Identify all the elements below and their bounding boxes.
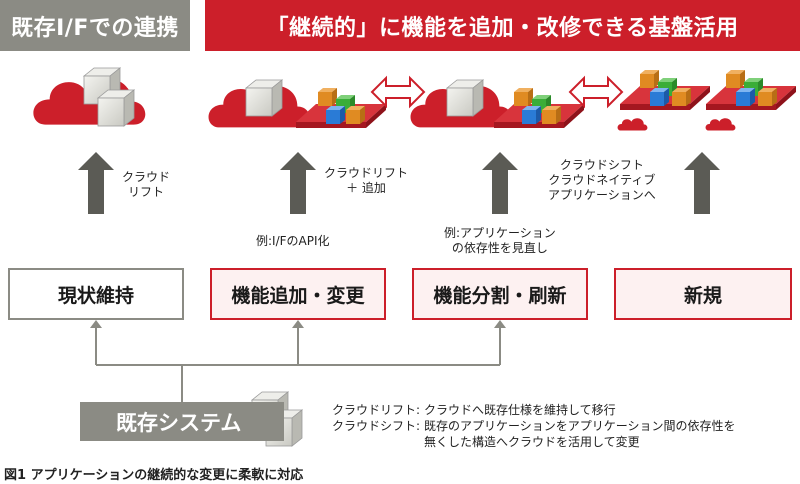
orange-cube-icon <box>514 88 533 106</box>
box-status-quo: 現状維持 <box>8 268 184 320</box>
header-existing-if: 既存I/Fでの連携 <box>0 0 190 51</box>
arrow-label-line: クラウドネイティブ <box>548 173 656 187</box>
legend-lift-term: クラウドリフト: <box>332 403 421 417</box>
figure-caption: 図1 アプリケーションの継続的な変更に柔軟に対応 <box>4 468 304 483</box>
example-line: の依存性を見直し <box>451 241 548 255</box>
legacy-system-label: 既存システム <box>80 402 284 441</box>
blue-cube-icon <box>522 106 541 124</box>
blue-cube-icon <box>650 88 669 106</box>
small-cloud-icon <box>617 118 648 131</box>
double-arrow-icon <box>371 77 425 107</box>
arrow-label-line: クラウドリフト <box>324 166 409 180</box>
box-new: 新規 <box>614 268 792 320</box>
legend-shift-term: クラウドシフト: <box>332 419 421 433</box>
arrow-label-lift-plus-add: クラウドリフト ＋ 追加 <box>324 166 408 196</box>
arrow-label-cloud-shift: クラウドシフト クラウドネイティブ アプリケーションへ <box>548 158 656 203</box>
connector-arrowheads <box>90 320 506 328</box>
arrow-label-cloud-lift: クラウド リフト <box>122 170 170 200</box>
arrow-label-line: アプリケーションへ <box>548 188 656 202</box>
blue-cube-icon <box>326 106 345 124</box>
header-continuous-platform: 「継続的」に機能を追加・改修できる基盤活用 <box>205 0 800 51</box>
double-arrow-icon <box>569 77 623 107</box>
box-function-add-change: 機能追加・変更 <box>210 268 386 320</box>
orange-cube-icon <box>758 88 777 106</box>
gray-cube-icon <box>245 79 283 117</box>
box-function-split-renew: 機能分割・刷新 <box>412 268 588 320</box>
gray-cube-icon <box>446 79 484 117</box>
up-arrow-icon <box>280 152 316 214</box>
legend-shift-desc-1: 既存のアプリケーションをアプリケーション間の依存性を <box>424 419 736 433</box>
orange-cube-icon <box>318 88 337 106</box>
orange-cube-icon <box>726 70 745 88</box>
orange-cube-icon <box>640 70 659 88</box>
orange-cube-icon <box>672 88 691 106</box>
arrow-label-line: ＋ 追加 <box>346 181 386 195</box>
example-dependency: 例:アプリケーション の依存性を見直し <box>444 226 556 256</box>
orange-cube-icon <box>346 106 365 124</box>
up-arrow-icon <box>78 152 114 214</box>
orange-cube-icon <box>542 106 561 124</box>
arrow-label-line: クラウド <box>122 170 171 184</box>
up-arrow-icon <box>482 152 518 214</box>
legend-lift-desc: クラウドへ既存仕様を維持して移行 <box>424 403 616 417</box>
example-line: 例:アプリケーション <box>444 226 556 240</box>
connector-lines <box>95 326 501 402</box>
example-api: 例:I/FのAPI化 <box>256 234 330 248</box>
arrow-label-line: リフト <box>128 185 165 199</box>
up-arrow-icon <box>684 152 720 214</box>
blue-cube-icon <box>736 88 755 106</box>
arrow-label-line: クラウドシフト <box>559 158 644 172</box>
gray-cube-icon <box>97 89 135 127</box>
legend-shift-desc-2: 無くした構造へクラウドを活用して変更 <box>424 435 640 449</box>
small-cloud-icon <box>705 118 736 131</box>
